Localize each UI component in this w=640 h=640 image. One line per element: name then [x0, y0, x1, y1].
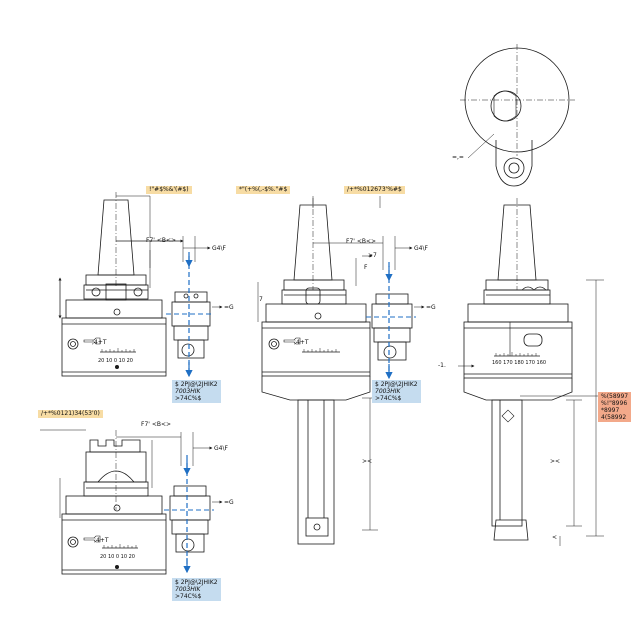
dim-f7b-b: F7' <B<> [346, 238, 377, 245]
orange-line-3: *8997 [601, 407, 620, 414]
dim-7-b: 7 [259, 296, 263, 303]
dim-lead-b: >7 [368, 252, 377, 259]
spec-box-orange: %(58997 %!"8996 *8997 4(58992 [598, 392, 632, 422]
tag-c: /+*%012673'%#$ [344, 186, 405, 194]
spec-c-line-3: >74C%$ [175, 593, 202, 600]
circle-note: =,= [452, 154, 464, 161]
dim-g4f-a: G4\F [212, 245, 226, 252]
dim-g4f-c: G4\F [214, 445, 228, 452]
dim-dd-b: >< [362, 458, 373, 465]
view-c-short-head [40, 429, 223, 575]
orange-line-2: %!"8996 [601, 400, 628, 407]
tag-b: *"(+%(,-$%."#$ [236, 186, 291, 194]
tag-a: !"#$%&'(#$) [146, 186, 192, 194]
dim-lt-d: < [552, 534, 558, 541]
blue-tool-axes [164, 252, 416, 574]
spec-b-line-1: $ 2PJ@\2JHIK2 [375, 381, 418, 388]
view-b-boring-head-extension [257, 196, 425, 545]
wrench-label-c: ;4+T [94, 537, 109, 544]
dim-ww-d: >< [550, 458, 561, 465]
dim-g-c: =G [224, 499, 234, 506]
spec-c-line-2: 7003HIK [175, 586, 201, 593]
scale-label-a: 20 10 0 10 20 [98, 358, 133, 364]
dim-g-b: =G [426, 304, 436, 311]
orange-line-4: 4(58992 [601, 414, 627, 421]
view-a-boring-head [58, 192, 223, 377]
spec-box-b: $ 2PJ@\2JHIK2 7003HIK >74C%$ [372, 380, 421, 403]
dim-f-b: F [364, 264, 368, 271]
spec-box-c: $ 2PJ@\2JHIK2 7003HIK >74C%$ [172, 578, 221, 601]
orange-line-1: %(58997 [601, 393, 629, 400]
dim-g4f-b: G4\F [414, 245, 428, 252]
dim-f7b-c: F7' <B<> [141, 421, 172, 428]
scale-label-c: 20 10 0 10 20 [100, 554, 135, 560]
dim-g-a: =G [224, 304, 234, 311]
spec-b-line-2: 7003HIK [375, 388, 401, 395]
scale-label-d: 160 170 180 170 160 [492, 360, 547, 366]
spec-a-line-1: $ 2PJ@\2JHIK2 [175, 381, 218, 388]
spec-b-line-3: >74C%$ [375, 395, 402, 402]
dim-minus1: -1. [438, 362, 446, 369]
wrench-label-a: ;4+T [92, 339, 107, 346]
tag-d: /+*%0121)34(53'0) [38, 410, 103, 418]
spec-a-line-2: 7003HIK [175, 388, 201, 395]
wrench-label-b: ;4+T [294, 339, 309, 346]
spec-a-line-3: >74C%$ [175, 395, 202, 402]
spec-c-line-1: $ 2PJ@\2JHIK2 [175, 579, 218, 586]
spec-box-a: $ 2PJ@\2JHIK2 7003HIK >74C%$ [172, 380, 221, 403]
dim-f7b-a: F7' <B<> [146, 237, 177, 244]
view-d-side-and-end [458, 44, 604, 546]
